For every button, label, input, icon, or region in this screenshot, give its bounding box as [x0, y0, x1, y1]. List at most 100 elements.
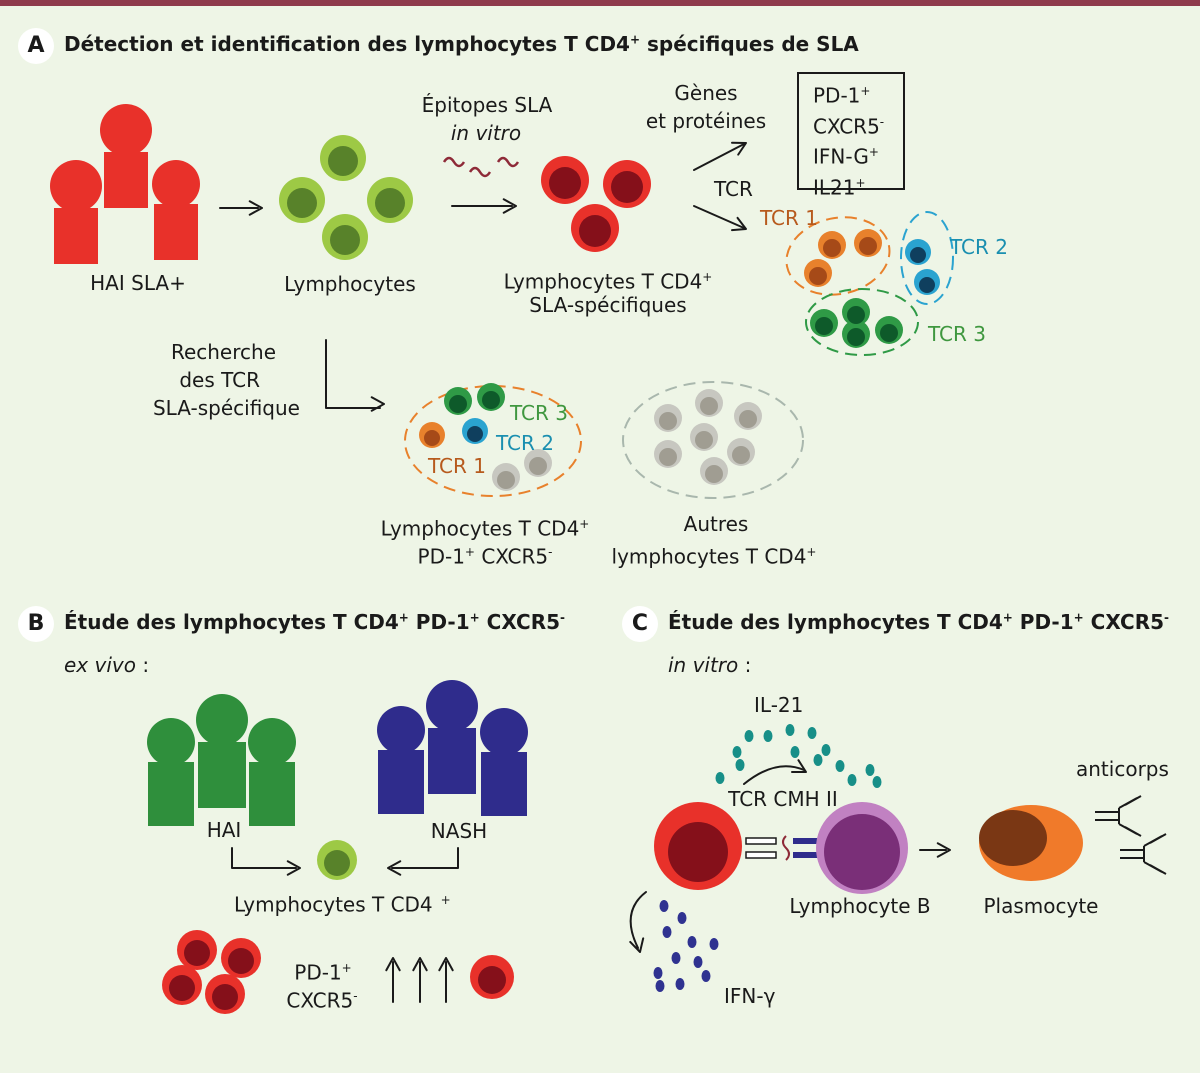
group-grey-cell-a-core: [497, 471, 515, 489]
up-arrow-head-2: [412, 957, 428, 972]
cd4-b-label: Lymphocytes T CD4+: [234, 887, 451, 918]
sla-person-right-head: [152, 160, 200, 208]
tcr1-label: TCR 1: [760, 206, 818, 230]
tcr3-cluster-outline: [805, 288, 919, 356]
antigen-squiggle: [782, 835, 790, 861]
autres-grey-cell-5-core: [659, 448, 677, 466]
arrow-recherche-shaft: [325, 339, 381, 409]
hai-person-center-head: [196, 694, 248, 746]
pd1-group-text: Lymphocytes T CD4: [380, 516, 580, 541]
panel-a-title: Détection et identification des lymphocy…: [64, 32, 859, 56]
arrow-tcr-head: [731, 216, 747, 232]
ifn-dot-10: [655, 980, 665, 992]
arrow-genes-head: [731, 141, 747, 156]
antibody-bottom-stem: [1120, 849, 1144, 859]
il21-dot-10: [865, 764, 875, 776]
ifn-dot-5: [709, 938, 719, 950]
arrow-hai-lymph-head: [248, 200, 263, 216]
sla-person-right-body: [154, 204, 198, 260]
cmh-bar-top: [793, 838, 821, 844]
cd4-sla-sup: +: [702, 270, 713, 284]
group-tcr3-cell-a-core: [449, 395, 467, 413]
arrow-ifn-shaft: [629, 891, 647, 949]
epitopes-label-line1: Épitopes SLA: [421, 93, 553, 117]
marker-ifng: IFN-G+: [813, 139, 903, 170]
b-red-cell-c-core: [169, 975, 195, 1001]
ifn-dot-2: [677, 912, 687, 924]
ifn-label: IFN-γ: [724, 984, 776, 1008]
panel-c-letter: C: [631, 611, 649, 636]
marker-il21-sup: +: [855, 175, 866, 190]
il21-dot-5: [785, 724, 795, 736]
pd1-group-sup: +: [579, 517, 590, 531]
autres-grey-cell-7-core: [705, 465, 723, 483]
panel-a-letter: A: [27, 33, 45, 58]
tcr-bar-bottom: [745, 851, 777, 859]
genes-label-line2: et protéines: [645, 109, 767, 133]
sla-person-left-body: [54, 208, 98, 264]
epitope-squiggle-1: [442, 156, 466, 168]
pd1-group-line1: Lymphocytes T CD4+: [381, 511, 590, 542]
panel-a-title-tail: spécifiques de SLA: [640, 32, 859, 56]
tcr3-cell-b-core: [847, 328, 865, 346]
ifn-dot-6: [671, 952, 681, 964]
b-red-cell-d-core: [212, 984, 238, 1010]
ifn-dot-9: [675, 978, 685, 990]
autres-group-outline: [622, 381, 804, 499]
lymphocytes-label: Lymphocytes: [284, 272, 416, 296]
pd1-group-pd1-sup: +: [464, 545, 475, 559]
il21-dot-9: [847, 774, 857, 786]
marker-pd1: PD-1+: [813, 78, 903, 109]
hai-person-right-head: [248, 718, 296, 766]
group-grey-cell-b-core: [529, 457, 547, 475]
marker-cxcr5-sup: -: [879, 114, 885, 129]
ifn-dot-8: [653, 967, 663, 979]
group-tcr3-cell-b-core: [482, 391, 500, 409]
anticorps-label: anticorps: [1076, 757, 1169, 781]
b-red-cell-b-core: [228, 948, 254, 974]
cd4-sla-label-line2: SLA-spécifiques: [529, 293, 687, 317]
lymphocyte-b-label: Lymphocyte B: [789, 894, 931, 918]
b-cell-core: [824, 814, 900, 890]
il21-dot-14: [735, 759, 745, 771]
cmh-bar-bottom: [793, 852, 821, 858]
tcr3-label: TCR 3: [928, 322, 986, 346]
plasmocyte-label: Plasmocyte: [983, 894, 1099, 918]
marker-box: PD-1+ CXCR5- IFN-G+ IL21+: [797, 72, 905, 200]
cd4-sla-text: Lymphocytes T CD4: [503, 269, 703, 294]
group-tcr3-label: TCR 3: [510, 401, 568, 425]
group-tcr2-label: TCR 2: [496, 431, 554, 455]
marker-ifng-name: IFN-G: [813, 144, 869, 169]
up-arrow-head-1: [385, 957, 401, 972]
panel-b-title-tail: CXCR5: [479, 610, 561, 634]
c-t-cell-core: [668, 822, 728, 882]
group-tcr1-label: TCR 1: [428, 454, 486, 478]
arrow-nash-cd4-shaft: [391, 847, 459, 869]
il21-dot-11: [872, 776, 882, 788]
marker-pd1-name: PD-1: [813, 83, 861, 108]
tcr3-cell-d-core: [847, 306, 865, 324]
tcr1-cell-b-core: [859, 237, 877, 255]
il21-dot-8: [835, 760, 845, 772]
marker-pd1-sup: +: [860, 84, 871, 98]
panel-b-subtitle: ex vivo :: [64, 653, 149, 677]
antibody-top-stem: [1095, 811, 1119, 821]
autres-grey-cell-3-core: [739, 410, 757, 428]
sla-person-center-head: [100, 104, 152, 156]
pd1-group-line2: PD-1+ CXCR5-: [418, 539, 553, 570]
panel-b-sup1: +: [398, 610, 409, 625]
pd1-group-cxcr5: CXCR5: [474, 544, 549, 569]
il21-dot-3: [744, 730, 754, 742]
lymph-cell-right-core: [375, 188, 405, 218]
hai-person-left-body: [148, 762, 194, 826]
cd4-sla-label-line1: Lymphocytes T CD4+: [504, 264, 713, 295]
arrow-hai-cd4-head: [286, 860, 301, 876]
il21-label: IL-21: [754, 693, 804, 717]
arrow-ifn-head: [629, 937, 645, 953]
tcr2-cell-b-core: [919, 277, 935, 293]
ifn-dot-3: [662, 926, 672, 938]
tcr-label: TCR: [714, 177, 753, 201]
tcr2-label: TCR 2: [950, 235, 1008, 259]
hai-person-center-body: [198, 742, 246, 808]
plasmocyte-core: [979, 810, 1047, 866]
